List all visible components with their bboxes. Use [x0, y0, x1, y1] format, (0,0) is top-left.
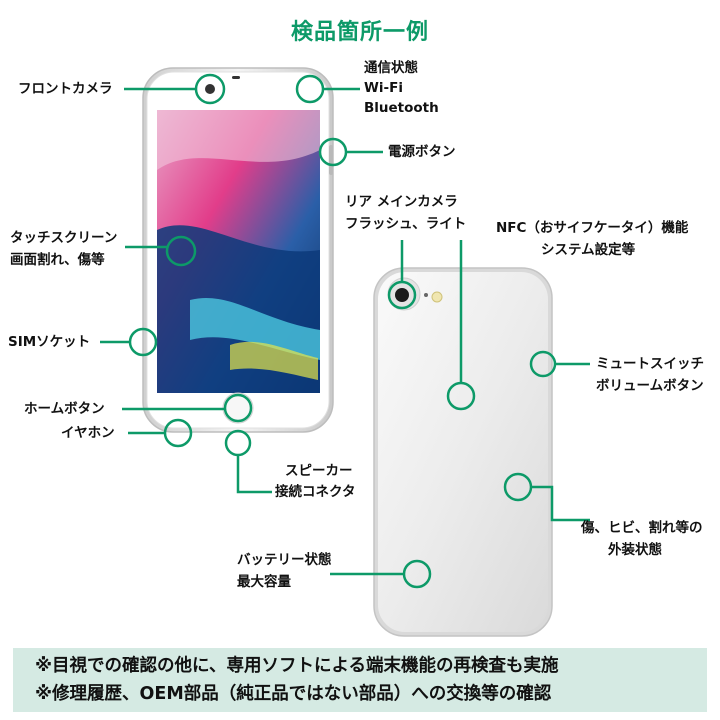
note-line-1: ※目視での確認の他に、専用ソフトによる端末機能の再検査も実施 — [35, 656, 559, 676]
label-nfc: NFC（おサイフケータイ）機能 — [496, 220, 689, 236]
label-comm-status: 通信状態 — [364, 60, 418, 76]
note-line-2: ※修理履歴、OEM部品（純正品ではない部品）への交換等の確認 — [35, 684, 552, 704]
label-earphone: イヤホン — [61, 425, 115, 441]
label-max-capacity: 最大容量 — [237, 574, 291, 590]
label-bluetooth: Bluetooth — [364, 100, 439, 116]
front-camera-lens — [205, 84, 215, 94]
label-wifi: Wi-Fi — [364, 80, 403, 96]
rear-camera-lens — [395, 288, 409, 302]
label-volume-buttons: ボリュームボタン — [596, 378, 704, 394]
label-damage: 傷、ヒビ、割れ等の — [581, 520, 703, 536]
label-sim-socket: SIMソケット — [8, 334, 91, 350]
label-front-camera: フロントカメラ — [18, 81, 113, 97]
label-mute-switch: ミュートスイッチ — [596, 356, 704, 372]
label-system-settings: システム設定等 — [541, 242, 636, 258]
label-exterior-condition: 外装状態 — [608, 542, 662, 558]
label-flash-light: フラッシュ、ライト — [345, 216, 467, 232]
callout-markers — [100, 73, 590, 589]
label-home-button: ホームボタン — [24, 401, 105, 417]
front-phone — [142, 67, 334, 433]
label-battery-status: バッテリー状態 — [237, 552, 332, 568]
label-touchscreen: タッチスクリーン — [10, 230, 118, 246]
label-power-button: 電源ボタン — [388, 144, 456, 160]
label-speaker: スピーカー — [285, 463, 353, 479]
label-screen-cracks: 画面割れ、傷等 — [10, 252, 105, 268]
page-title: 検品箇所一例 — [290, 20, 429, 45]
notes-box: ※目視での確認の他に、専用ソフトによる端末機能の再検査も実施 ※修理履歴、OEM… — [13, 648, 707, 712]
back-phone — [373, 267, 553, 637]
label-connector: 接続コネクタ — [275, 484, 356, 500]
label-rear-camera: リア メインカメラ — [345, 194, 458, 210]
